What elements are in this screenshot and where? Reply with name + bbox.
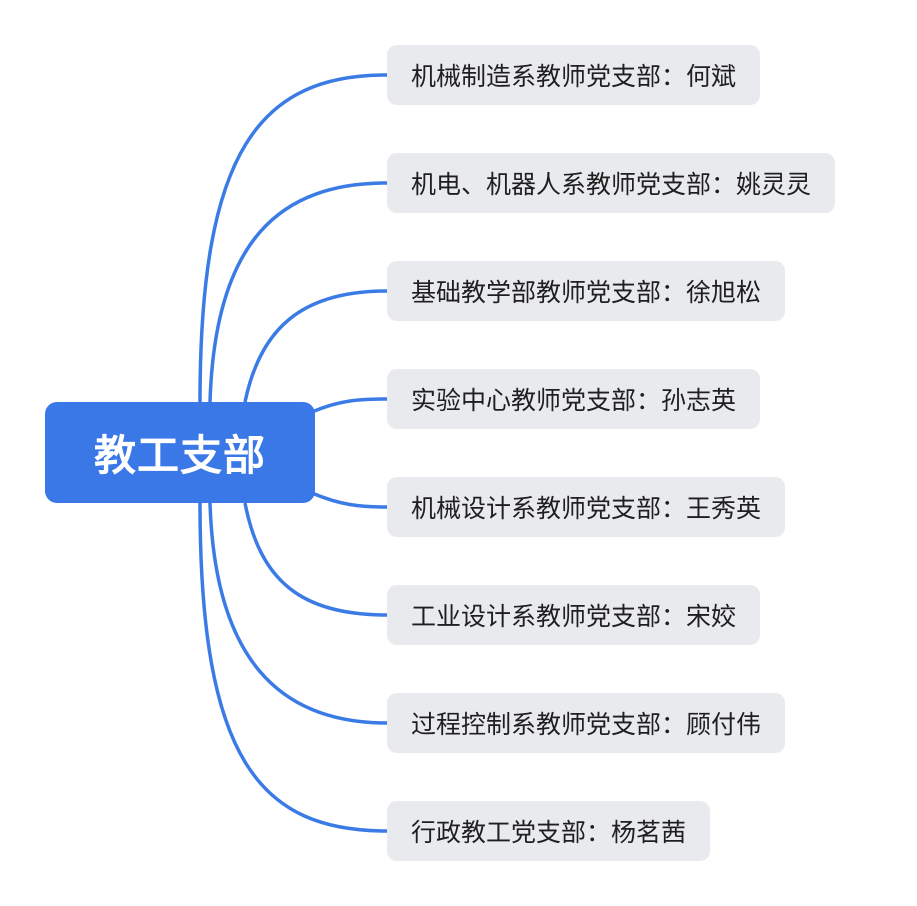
branch-topic[interactable]: 机电、机器人系教师党支部：姚灵灵: [387, 153, 836, 213]
connector-5: [311, 491, 388, 509]
branch-topic[interactable]: 机械制造系教师党支部：何斌: [387, 45, 761, 105]
connector-4: [311, 397, 388, 414]
branch-topic[interactable]: 行政教工党支部：杨茗茜: [387, 801, 711, 861]
connector-8: [198, 502, 388, 833]
branch-topic[interactable]: 过程控制系教师党支部：顾付伟: [387, 693, 786, 753]
connector-7: [208, 502, 388, 725]
branch-topic[interactable]: 工业设计系教师党支部：宋姣: [387, 585, 761, 645]
connector-3: [243, 289, 388, 403]
branch-topic[interactable]: 实验中心教师党支部：孙志英: [387, 369, 761, 429]
branch-topic[interactable]: 基础教学部教师党支部：徐旭松: [387, 261, 786, 321]
connector-2: [208, 181, 388, 403]
branch-topic[interactable]: 机械设计系教师党支部：王秀英: [387, 477, 786, 537]
connector-6: [243, 502, 388, 617]
root-topic[interactable]: 教工支部: [45, 402, 315, 503]
connector-1: [198, 73, 388, 403]
